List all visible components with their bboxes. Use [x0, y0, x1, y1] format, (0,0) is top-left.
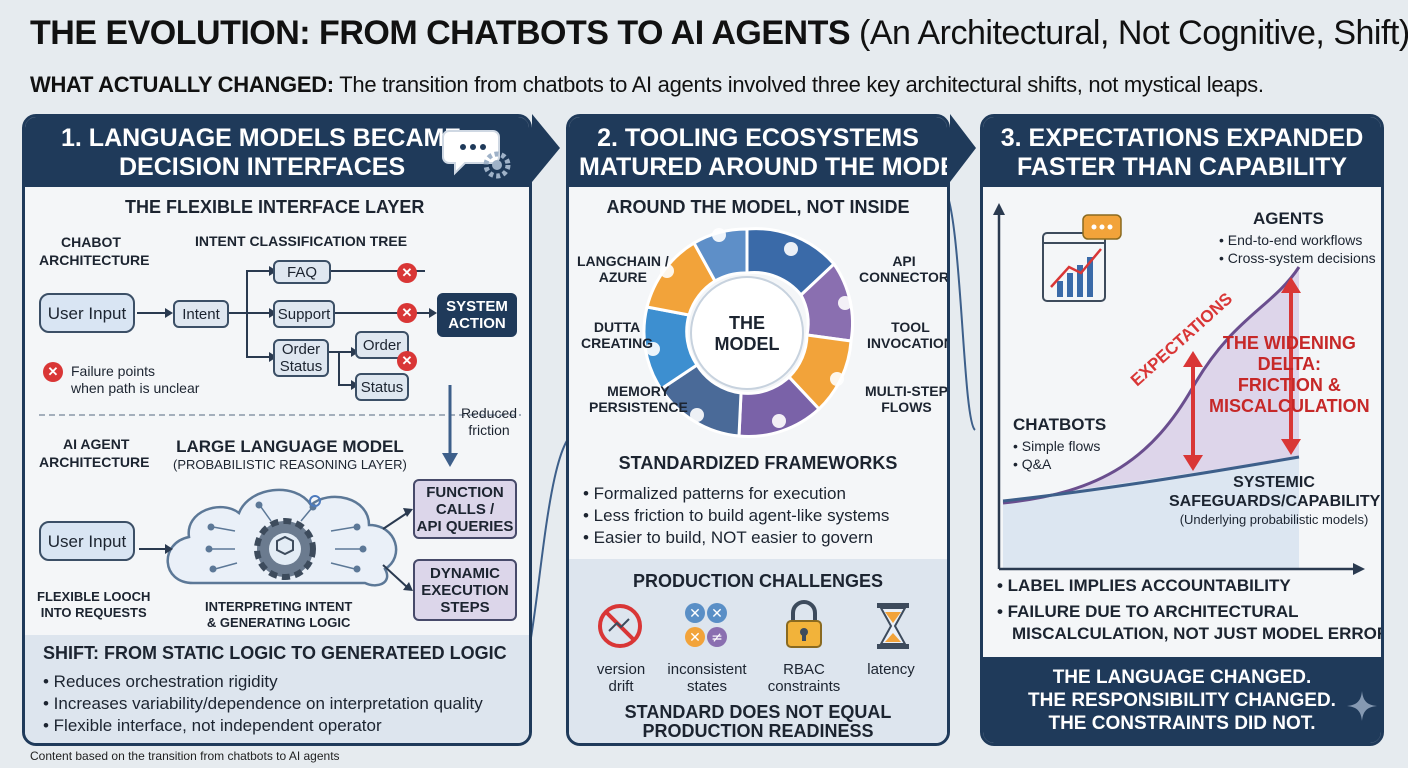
svg-text:✕: ✕	[689, 606, 701, 622]
faq-box: FAQ	[273, 260, 331, 284]
systemic-safeguards-label: SYSTEMIC SAFEGUARDS/CAPABILITY (Underlyi…	[1169, 474, 1381, 527]
failure-x-icon: ✕	[397, 263, 417, 283]
closing-banner	[983, 657, 1381, 743]
intent-box: Intent	[173, 300, 229, 328]
frameworks-bullet: • Easier to build, NOT easier to govern	[583, 528, 874, 547]
shift-bullet: • Increases variability/dependence on in…	[43, 694, 483, 713]
panel-language-models: 1. LANGUAGE MODELS BECAME DECISION INTER…	[22, 114, 532, 746]
failure-x-icon: ✕	[397, 351, 417, 371]
agents-bullets: • End-to-end workflows• Cross-system dec…	[1219, 232, 1376, 266]
production-challenges-heading: PRODUCTION CHALLENGES	[632, 571, 883, 591]
llm-cloud-diagram	[139, 488, 413, 591]
ai-agent-architecture-label: AI AGENT ARCHITECTURE	[39, 436, 150, 470]
hourglass-icon	[877, 603, 909, 649]
svg-text:✕: ✕	[711, 606, 723, 622]
panel3-header: 3. EXPECTATIONS EXPANDED FASTER THAN CAP…	[983, 117, 1381, 187]
panel3-title-line1: 3. EXPECTATIONS EXPANDED	[1000, 124, 1364, 152]
shift-bullet: • Flexible interface, not independent op…	[43, 716, 382, 735]
chevron-arrow-2	[950, 114, 976, 182]
svg-text:≠: ≠	[711, 630, 723, 646]
shift-heading: SHIFT: FROM STATIC LOGIC TO GENERATEED L…	[43, 643, 507, 663]
around-model-heading: AROUND THE MODEL, NOT INSIDE	[606, 197, 910, 217]
page-title: THE EVOLUTION: FROM CHATBOTS TO AI AGENT…	[30, 14, 1408, 53]
shift-section	[25, 635, 529, 743]
panel2-header: 2. TOOLING ECOSYSTEMS MATURED AROUND THE…	[569, 117, 947, 187]
miscalculation-bullet: • FAILURE DUE TO ARCHITECTURAL MISCALCUL…	[997, 602, 1384, 643]
support-box: Support	[273, 300, 335, 328]
version-drift-icon	[598, 604, 642, 648]
expectations-gap-chart: EXPECTATIONS	[993, 203, 1365, 575]
chatbots-bullets: • Simple flows• Q&A	[1013, 438, 1101, 472]
failure-legend-x-icon: ✕	[43, 362, 63, 382]
panel1-title-line2: DECISION INTERFACES	[119, 153, 406, 181]
agents-label: AGENTS	[1253, 209, 1324, 228]
interpreting-label: INTERPRETING INTENT& GENERATING LOGIC	[205, 599, 353, 630]
accountability-bullet: • LABEL IMPLIES ACCOUNTABILITY	[997, 576, 1291, 595]
inconsistent-states-icon: ✕ ✕ ✕ ≠	[685, 603, 727, 647]
frameworks-bullet: • Less friction to build agent-like syst…	[583, 506, 890, 525]
frameworks-bullet: • Formalized patterns for execution	[583, 484, 846, 503]
shift-bullets: • Reduces orchestration rigidity • Incre…	[43, 671, 483, 737]
panel1-header: 1. LANGUAGE MODELS BECAME DECISION INTER…	[25, 117, 529, 187]
standardized-frameworks-heading: STANDARDIZED FRAMEWORKS	[618, 453, 898, 473]
panel2-title-line1: 2. TOOLING ECOSYSTEMS	[597, 124, 919, 152]
title-main: THE EVOLUTION: FROM CHATBOTS TO AI AGENT…	[30, 14, 851, 52]
sparkle-icon	[1347, 691, 1377, 721]
langchain-label: LANGCHAIN /AZURE	[577, 253, 669, 285]
status-box: Status	[355, 373, 409, 401]
subtitle-text: The transition from chatbots to AI agent…	[339, 72, 1264, 97]
latency-label: latency	[867, 661, 915, 678]
chat-gear-icon	[442, 130, 511, 179]
subtitle-lead: WHAT ACTUALLY CHANGED:	[30, 72, 334, 97]
chatbot-architecture-label: CHABOT ARCHITECTURE	[39, 234, 150, 268]
shift-bullet: • Reduces orchestration rigidity	[43, 672, 278, 691]
panel3-title-line2: FASTER THAN CAPABILITY	[1016, 153, 1348, 181]
page-subtitle: WHAT ACTUALLY CHANGED: The transition fr…	[30, 72, 1264, 98]
chatbots-label: CHATBOTS	[1013, 415, 1107, 434]
production-challenges-section	[569, 559, 947, 743]
footer-note: Content based on the transition from cha…	[30, 749, 340, 763]
flexible-interface-heading: THE FLEXIBLE INTERFACE LAYER	[125, 197, 425, 217]
title-suffix: (An Architectural, Not Cognitive, Shift)	[859, 14, 1408, 52]
panel-expectations: 3. EXPECTATIONS EXPANDED FASTER THAN CAP…	[980, 114, 1384, 746]
frameworks-bullets: • Formalized patterns for execution • Le…	[583, 483, 889, 549]
intent-tree-title: INTENT CLASSIFICATION TREE	[195, 233, 408, 249]
puzzle-ring-diagram	[642, 227, 855, 438]
failure-x-icon: ✕	[397, 303, 417, 323]
panel-tooling-ecosystems: 2. TOOLING ECOSYSTEMS MATURED AROUND THE…	[566, 114, 950, 746]
chevron-arrow-1	[532, 114, 560, 182]
panel2-title-line2: MATURED AROUND THE MODEL	[579, 153, 950, 181]
user-input-box-chatbot: User Input	[39, 293, 135, 333]
llm-heading: LARGE LANGUAGE MODEL (PROBABILISTIC REAS…	[173, 437, 407, 472]
svg-text:✕: ✕	[689, 630, 701, 646]
panel1-title-line1: 1. LANGUAGE MODELS BECAME	[61, 124, 462, 152]
order-box: Order	[355, 331, 409, 359]
closing-statement: THE LANGUAGE CHANGED. THE RESPONSIBILITY…	[1028, 667, 1336, 734]
lock-icon	[786, 600, 822, 648]
user-input-box-agent: User Input	[39, 521, 135, 561]
